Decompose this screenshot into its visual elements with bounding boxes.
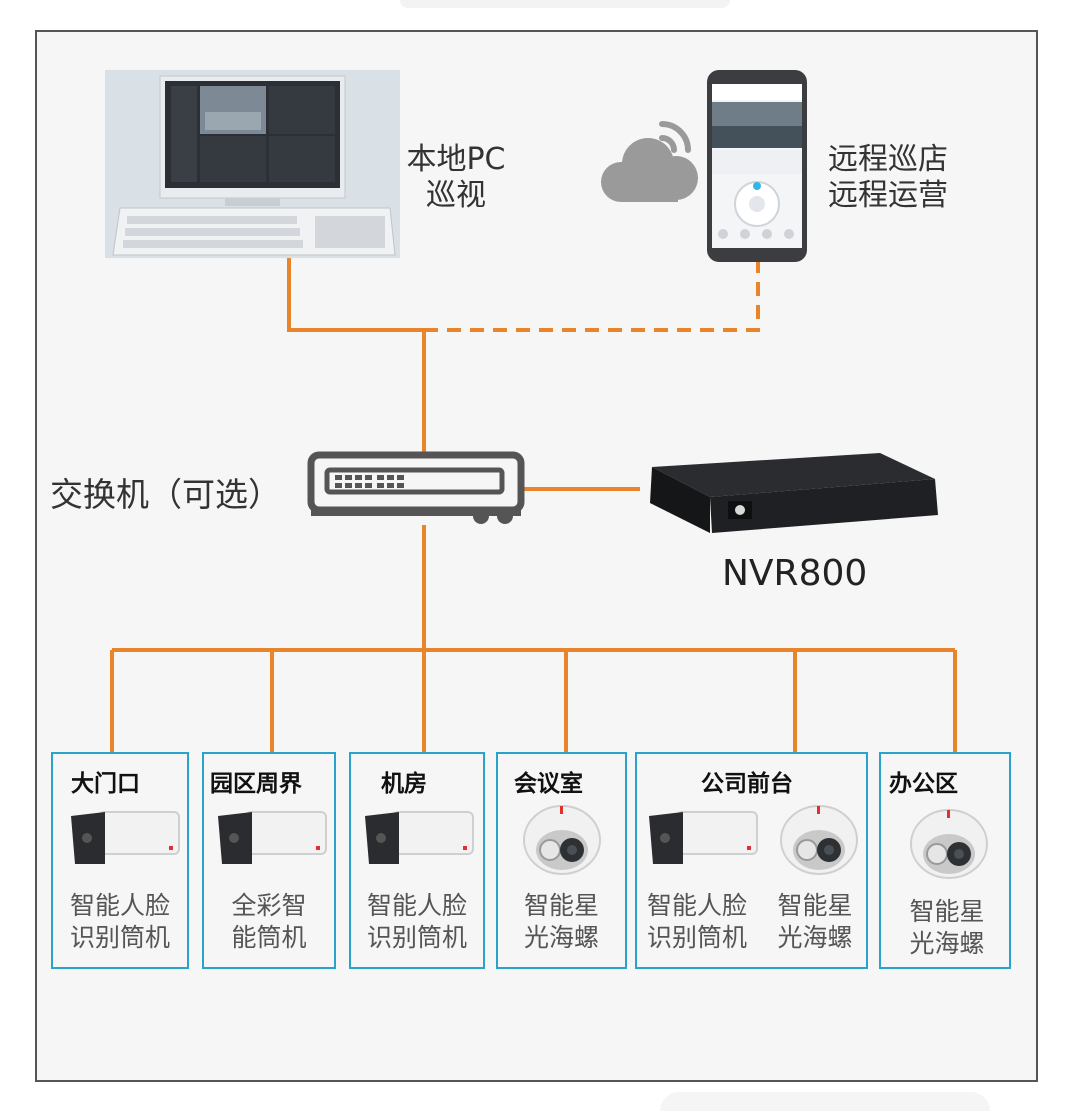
location-title: 园区周界 — [210, 771, 302, 797]
location-box-server-room: 机房 智能人脸 识别筒机 — [349, 752, 485, 969]
desktop-pc-icon — [105, 70, 400, 258]
nvr-label: NVR800 — [722, 553, 868, 594]
bullet-camera-icon — [71, 811, 180, 864]
location-box-perimeter: 园区周界 全彩智 能筒机 — [202, 752, 336, 969]
nvr-device-icon — [650, 453, 938, 533]
location-box-front-desk: 公司前台 智能人脸 识别筒机 智能星 光海螺 — [635, 752, 868, 969]
remote-label: 远程巡店 远程运营 — [828, 142, 948, 214]
device-desc: 智能人脸 识别筒机 — [646, 891, 747, 952]
device-desc: 智能星 光海螺 — [523, 891, 599, 952]
cloud-wifi-icon — [601, 121, 698, 202]
bullet-camera-icon — [649, 811, 758, 864]
wire-pc — [287, 258, 424, 332]
location-title: 公司前台 — [701, 771, 793, 797]
location-title: 机房 — [381, 771, 427, 797]
location-title: 办公区 — [889, 771, 958, 797]
dome-camera-icon — [780, 805, 858, 875]
remote-line-2: 远程运营 — [828, 178, 948, 213]
smartphone-icon — [707, 70, 807, 262]
dome-camera-icon — [910, 809, 988, 879]
dome-camera-icon — [523, 805, 601, 875]
switch-label: 交换机（可选） — [50, 475, 281, 514]
location-box-meeting-room: 会议室 智能星 光海螺 — [496, 752, 627, 969]
device-desc: 智能星 光海螺 — [909, 897, 985, 958]
location-box-office: 办公区 智能星 光海螺 — [879, 752, 1011, 969]
device-desc: 智能人脸 识别筒机 — [69, 891, 170, 952]
device-desc: 智能人脸 识别筒机 — [366, 891, 467, 952]
remote-line-1: 远程巡店 — [828, 142, 948, 177]
location-title: 大门口 — [71, 771, 140, 797]
local-pc-line-2: 巡视 — [426, 178, 486, 213]
local-pc-label: 本地PC 巡视 — [400, 142, 512, 214]
local-pc-line-1: 本地PC — [406, 142, 506, 177]
bottom-edge-shadow — [660, 1092, 990, 1111]
top-edge-shadow — [400, 0, 730, 8]
device-desc: 全彩智 能筒机 — [231, 891, 307, 952]
wire-phone — [424, 258, 760, 332]
bullet-camera-icon — [218, 811, 327, 864]
location-box-gate: 大门口 智能人脸 识别筒机 — [51, 752, 189, 969]
network-switch-icon — [307, 451, 525, 524]
device-desc: 智能星 光海螺 — [777, 891, 853, 952]
bullet-camera-icon — [365, 811, 474, 864]
location-title: 会议室 — [514, 771, 583, 797]
